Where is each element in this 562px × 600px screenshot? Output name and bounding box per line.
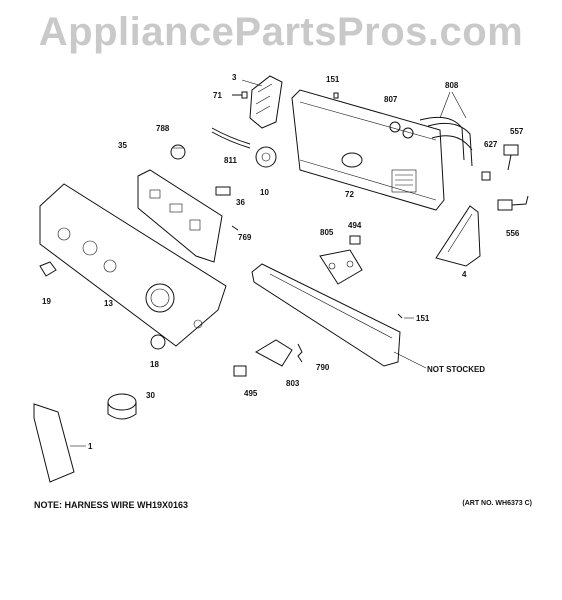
callout-10: 10 [260,188,269,197]
part-495-cap[interactable] [233,365,247,377]
part-151-clip-lower[interactable] [397,313,403,319]
callout-557: 557 [510,127,524,136]
callout-627: 627 [484,140,498,149]
callout-495: 495 [244,389,258,398]
part-788-knob[interactable] [170,144,186,160]
part-790-spring[interactable] [297,343,303,363]
part-807-washers[interactable] [389,121,414,139]
part-494-valve-bracket[interactable] [349,235,361,245]
part-808-hoses[interactable] [419,116,473,167]
callout-769: 769 [238,233,252,242]
callout-805: 805 [320,228,334,237]
callout-811: 811 [224,156,237,165]
part-10-pressure-switch[interactable] [255,146,277,168]
part-36-clip[interactable] [215,186,231,196]
callout-36: 36 [236,198,245,207]
part-71-screw[interactable] [232,91,248,99]
part-556-harness[interactable] [497,195,529,211]
harness-note: NOTE: HARNESS WIRE WH19X0163 [34,500,189,510]
callout-1: 1 [88,442,93,451]
part-4-bracket[interactable] [435,205,481,267]
part-627-connector[interactable] [481,171,491,181]
part-769-screw[interactable] [231,225,239,231]
part-3-bracket[interactable] [249,75,283,129]
part-1-manual[interactable] [33,403,75,483]
part-151-clip-top[interactable] [333,92,339,99]
callout-803: 803 [286,379,300,388]
callout-30: 30 [146,391,155,400]
part-19-knob[interactable] [39,261,57,277]
callout-18: 18 [150,360,159,369]
callout-35: 35 [118,141,127,150]
part-18-knob[interactable] [150,334,166,350]
part-30-capacitor[interactable] [107,393,137,420]
part-805-water-valve[interactable] [319,249,363,285]
part-803-lid-switch[interactable] [254,339,293,367]
callout-556: 556 [506,229,520,238]
callout-3: 3 [232,73,237,82]
callout-151-lower: 151 [416,314,430,323]
part-557-sensor[interactable] [503,144,519,171]
art-number: (ART NO. WH6373 C) [462,500,532,507]
callout-72: 72 [345,190,354,199]
part-811-hose[interactable] [211,127,251,149]
part-not-stocked-bracket[interactable] [251,263,401,367]
callout-13: 13 [104,299,113,308]
part-35-control-board[interactable] [137,169,223,263]
watermark-text: AppliancePartsPros.com [38,10,524,54]
callout-808: 808 [445,81,459,90]
callout-4: 4 [462,270,467,279]
callout-151-top: 151 [326,75,340,84]
callout-not-stocked: NOT STOCKED [427,365,485,374]
callout-71: 71 [213,91,222,100]
callout-807: 807 [384,95,398,104]
callout-788: 788 [156,124,170,133]
callout-19: 19 [42,297,51,306]
part-13-control-panel[interactable] [39,183,227,347]
part-72-backsplash[interactable] [291,89,445,211]
callout-790: 790 [316,363,330,372]
callout-494: 494 [348,221,362,230]
